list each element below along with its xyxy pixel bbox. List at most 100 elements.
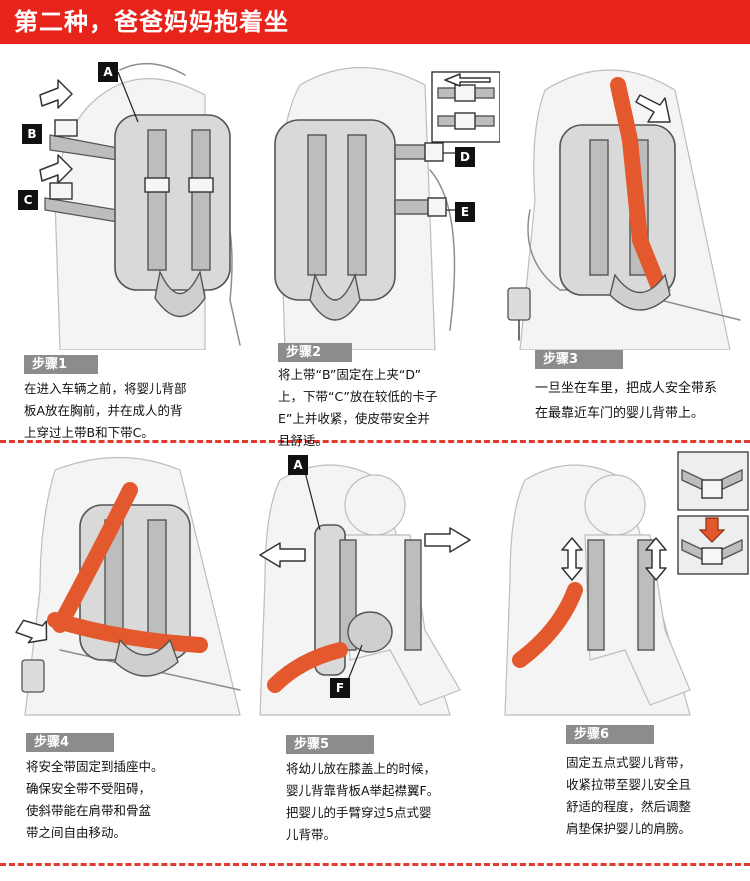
step1-text: 在进入车辆之前，将婴儿背部 板A放在胸前，并在成人的背 上穿过上带B和下带C。 (24, 378, 187, 444)
arrow-left-icon (259, 542, 306, 568)
step3-line: 在最靠近车门的婴儿背带上。 (535, 406, 705, 421)
seat-belt (267, 642, 348, 693)
step3-line: 一旦坐在车里，把成人安全带系 (535, 381, 718, 396)
step6-line: 肩垫保护婴儿的肩膀。 (566, 821, 692, 836)
arrow-down-icon (698, 517, 726, 543)
seat-belt (512, 582, 583, 668)
step4-label: 步骤4 (26, 733, 114, 752)
buckle-left (144, 177, 170, 193)
step2-line: 上，下带“C”放在较低的卡子 (278, 389, 438, 404)
step3-illustration (507, 69, 741, 350)
arrow-icon (39, 154, 73, 184)
step1-label: 步骤1 (24, 355, 98, 374)
harness-right (191, 129, 211, 271)
step5-text: 将幼儿放在膝盖上的时候， 婴儿背靠背板A举起襟翼F。 把婴儿的手臂穿过5点式婴 … (286, 758, 439, 846)
buckle-icon (54, 119, 78, 137)
buckle-inset (431, 71, 500, 143)
pointer-line (117, 71, 139, 123)
step6-line: 收紧拉带至婴儿安全且 (566, 777, 692, 792)
baby-head (584, 474, 646, 536)
belt-latch-icon (507, 287, 531, 321)
step5-line: 把婴儿的手臂穿过5点式婴 (286, 805, 432, 820)
marker-d: D (455, 147, 475, 167)
harness-right (147, 519, 167, 641)
harness-left (147, 129, 167, 271)
step2-line: 将上带“B”固定在上夹“D” (278, 367, 422, 382)
clip-e (427, 197, 447, 217)
marker-a: A (288, 455, 308, 475)
arrow-icon (15, 619, 48, 644)
step5-line: 儿背带。 (286, 827, 337, 842)
step1-line: 在进入车辆之前，将婴儿背部 (24, 381, 187, 396)
inset-buckle (454, 84, 476, 102)
harness-left (307, 134, 327, 276)
step2-line: E”上并收紧，使皮带安全并 (278, 411, 430, 426)
harness-left (589, 139, 609, 276)
step5-line: 将幼儿放在膝盖上的时候， (286, 761, 437, 776)
step2-illustration (274, 66, 500, 350)
step2-line: 且舒适。 (278, 433, 329, 448)
harness-right (347, 134, 367, 276)
section-divider (0, 440, 750, 443)
step6-line: 舒适的程度，然后调整 (566, 799, 692, 814)
inset-buckle (701, 547, 723, 565)
arrow-updown-icon (645, 537, 667, 581)
harness-right (404, 539, 422, 651)
arrow-down-icon (635, 94, 671, 123)
step2-text: 将上带“B”固定在上夹“D” 上，下带“C”放在较低的卡子 E”上并收紧，使皮带… (278, 364, 437, 452)
step5-illustration (259, 464, 471, 716)
step6-label: 步骤6 (566, 725, 654, 744)
page-header: 第二种，爸爸妈妈抱着坐 (0, 0, 750, 44)
step2-label: 步骤2 (278, 343, 352, 362)
step1-illustration (39, 62, 241, 350)
page-title: 第二种，爸爸妈妈抱着坐 (14, 8, 289, 36)
arrow-updown-icon (561, 537, 583, 581)
step6-text: 固定五点式婴儿背带， 收紧拉带至婴儿安全且 舒适的程度，然后调整 肩垫保护婴儿的… (566, 752, 691, 840)
step1-line: 板A放在胸前，并在成人的背 (24, 403, 183, 418)
harness-left (587, 539, 605, 651)
pointer-line (304, 471, 321, 531)
adult-arm (429, 169, 456, 331)
belt-socket-icon (21, 659, 45, 693)
inset-buckle (454, 112, 476, 130)
buckle-right (188, 177, 214, 193)
step4-line: 确保安全带不受阻碍， (26, 781, 152, 796)
bottom-divider (0, 863, 750, 866)
clip-d (424, 142, 444, 162)
flap-f (347, 611, 393, 653)
step5-label: 步骤5 (286, 735, 374, 754)
step1-line: 上穿过上带B和下带C。 (24, 425, 154, 440)
crotch-flap (114, 638, 179, 677)
step4-line: 带之间自由移动。 (26, 825, 127, 840)
marker-b: B (22, 124, 42, 144)
marker-c: C (18, 190, 38, 210)
seat-belt-lap (47, 612, 208, 653)
step4-text: 将安全带固定到插座中。 确保安全带不受阻碍， 使斜带能在肩带和骨盆 带之间自由移… (26, 756, 164, 844)
baby-head (344, 474, 406, 536)
buckle-icon (49, 182, 73, 200)
marker-a: A (98, 62, 118, 82)
seat-belt (610, 77, 668, 298)
marker-e: E (455, 202, 475, 222)
pointer-line (347, 644, 363, 681)
inset-buckle (701, 479, 723, 499)
step4-line: 使斜带能在肩带和骨盆 (26, 803, 152, 818)
seat-belt-diagonal (52, 482, 138, 633)
step3-text: 一旦坐在车里，把成人安全带系 在最靠近车门的婴儿背带上。 (535, 376, 717, 426)
marker-f: F (330, 678, 350, 698)
adult-neck (119, 62, 186, 76)
adult-arm (527, 209, 671, 291)
crotch-flap (309, 272, 361, 321)
arrow-right-icon (424, 527, 471, 553)
back-panel-a (114, 114, 231, 291)
step5-line: 婴儿背靠背板A举起襟翼F。 (286, 783, 440, 798)
crotch-flap (154, 269, 206, 317)
back-panel (274, 119, 396, 301)
step4-illustration (15, 456, 241, 716)
step4-line: 将安全带固定到插座中。 (26, 759, 164, 774)
crotch-flap (609, 273, 671, 311)
step3-label: 步骤3 (535, 350, 623, 369)
step6-line: 固定五点式婴儿背带， (566, 755, 692, 770)
step6-illustration (504, 451, 749, 716)
arrow-icon (39, 79, 73, 109)
